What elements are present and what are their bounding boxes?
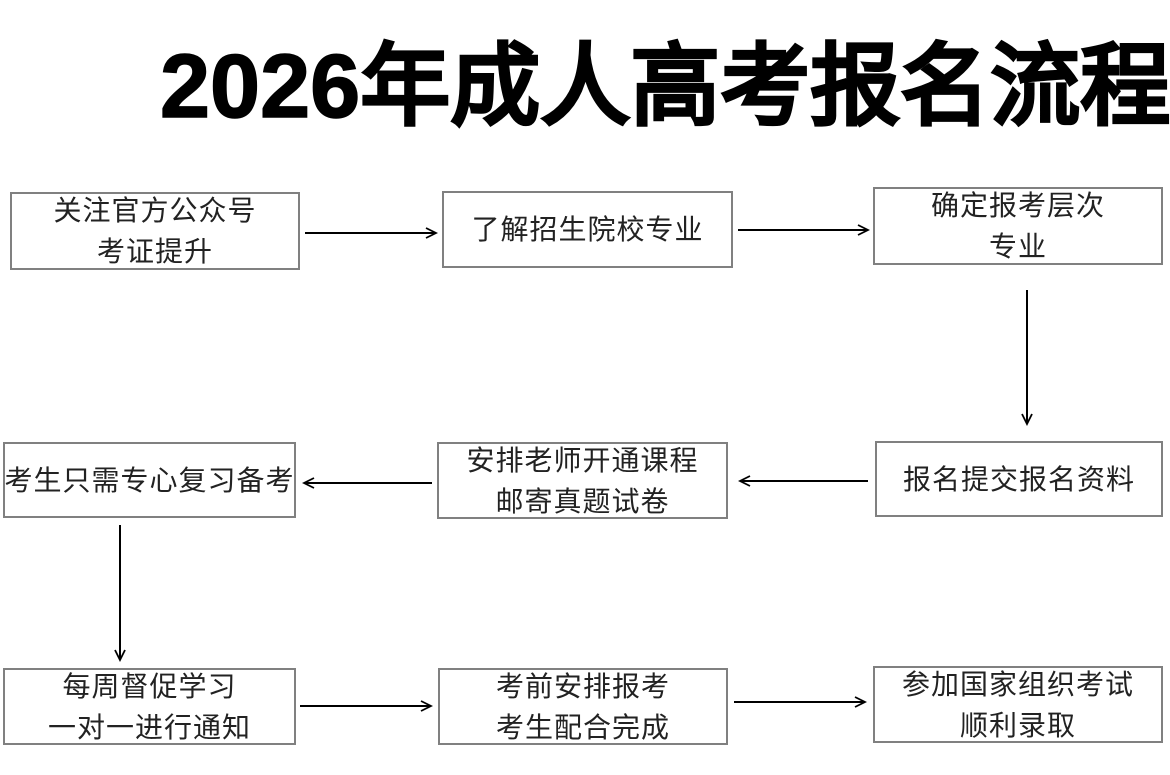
box-text-line: 考生配合完成 <box>495 711 670 743</box>
box-text-line: 了解招生院校专业 <box>471 214 704 245</box>
box-text-line: 考证提升 <box>96 236 213 267</box>
box-text-line: 邮寄真题试卷 <box>495 485 670 517</box>
box-text-line: 参加国家组织考试 <box>901 668 1134 700</box>
flow-box-focus-on-review: 考生只需专心复习备考 <box>3 442 296 518</box>
box-text-line: 关注官方公众号 <box>53 195 257 226</box>
box-text-line: 一对一进行通知 <box>47 711 251 743</box>
flow-box-confirm-level-major: 确定报考层次 专业 <box>873 187 1163 265</box>
box-text-line: 专业 <box>988 231 1047 262</box>
box-text-line: 确定报考层次 <box>930 190 1105 221</box>
box-text-line: 每周督促学习 <box>62 670 237 702</box>
flow-box-submit-registration: 报名提交报名资料 <box>875 441 1163 517</box>
box-text-line: 报名提交报名资料 <box>902 463 1135 495</box>
flow-box-weekly-supervision: 每周督促学习 一对一进行通知 <box>3 668 296 745</box>
flow-box-teacher-opens-course: 安排老师开通课程 邮寄真题试卷 <box>437 442 728 519</box>
box-text-line: 考前安排报考 <box>495 670 670 702</box>
flow-box-follow-official-account: 关注官方公众号 考证提升 <box>10 192 300 270</box>
page-title: 2026年成人高考报名流程 <box>159 36 1170 137</box>
box-text-line: 考生只需专心复习备考 <box>4 464 295 496</box>
flow-box-national-exam-admission: 参加国家组织考试 顺利录取 <box>873 666 1163 743</box>
flow-box-pre-exam-arrangement: 考前安排报考 考生配合完成 <box>438 668 728 745</box>
flow-box-learn-schools-majors: 了解招生院校专业 <box>442 191 733 268</box>
box-text-line: 安排老师开通课程 <box>466 444 699 476</box>
box-text-line: 顺利录取 <box>959 709 1076 741</box>
